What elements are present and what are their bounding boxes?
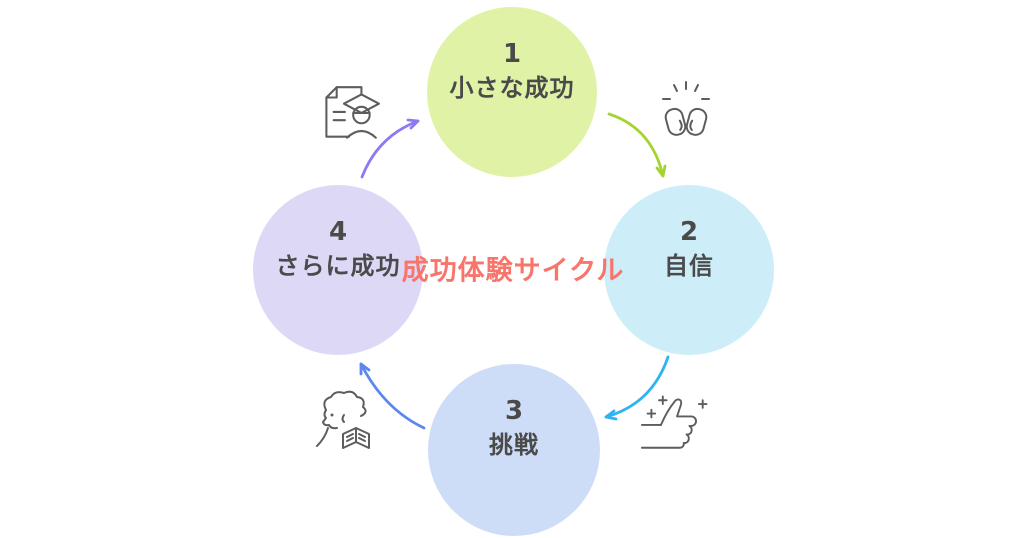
step-circle-4: 4 さらに成功 bbox=[253, 185, 423, 355]
step-circle-2: 2 自信 bbox=[604, 185, 774, 355]
graduate-certificate-icon bbox=[313, 80, 381, 148]
arrow-step1-to-step2 bbox=[607, 112, 667, 178]
step-4-label: さらに成功 bbox=[275, 252, 401, 280]
arrow-step3-to-step4 bbox=[359, 362, 426, 430]
step-circle-3: 3 挑戦 bbox=[428, 364, 600, 536]
arrow-step4-to-step1 bbox=[360, 118, 420, 179]
step-1-number: 1 bbox=[502, 39, 522, 69]
person-reading-icon bbox=[313, 388, 381, 456]
clapping-hands-icon bbox=[644, 78, 728, 146]
step-3-label: 挑戦 bbox=[489, 431, 539, 459]
thumbs-up-icon bbox=[640, 390, 716, 458]
step-2-number: 2 bbox=[679, 217, 699, 247]
cycle-title: 成功体験サイクル bbox=[401, 255, 625, 287]
step-1-label: 小さな成功 bbox=[449, 74, 575, 102]
arrow-step2-to-step3 bbox=[604, 355, 670, 421]
step-circle-1: 1 小さな成功 bbox=[427, 7, 597, 177]
step-3-number: 3 bbox=[504, 396, 524, 426]
step-4-number: 4 bbox=[328, 217, 348, 247]
step-2-label: 自信 bbox=[664, 252, 714, 280]
